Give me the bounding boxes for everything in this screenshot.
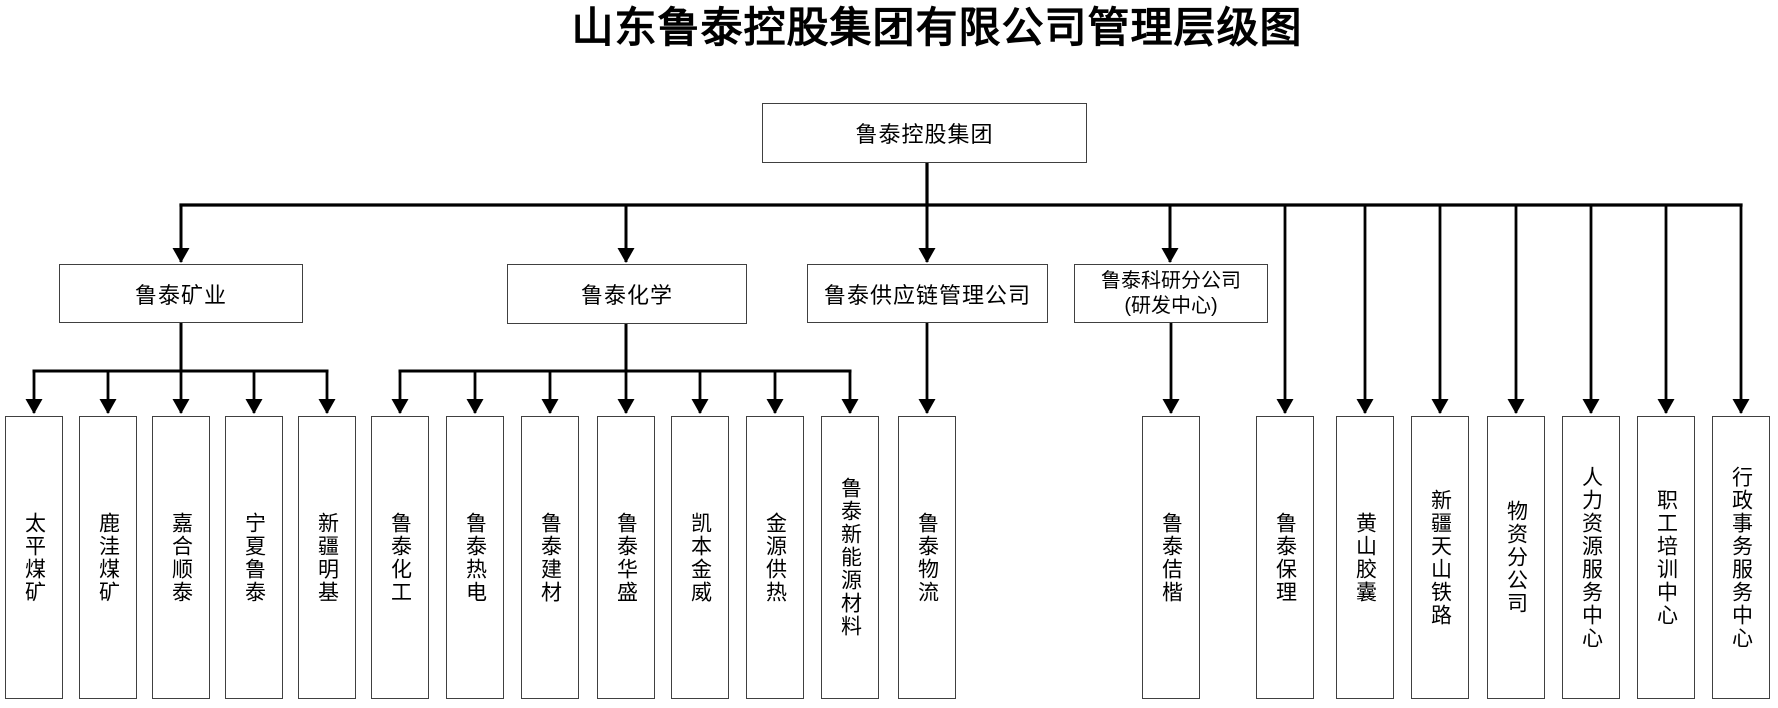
leaf-label: 鲁泰保理	[1273, 511, 1297, 604]
node-huaxue: 鲁泰化学	[507, 264, 747, 324]
leaf-label: 黄山胶囊	[1353, 511, 1377, 604]
leaf-label: 鲁泰化工	[388, 511, 412, 604]
node-keyan: 鲁泰科研分公司(研发中心)	[1074, 264, 1268, 323]
node-root: 鲁泰控股集团	[762, 103, 1087, 163]
leaf-label: 鲁泰佶楷	[1159, 511, 1183, 604]
leaf-node: 鹿洼煤矿	[79, 416, 137, 699]
leaf-node: 鲁泰建材	[521, 416, 579, 699]
leaf-node: 金源供热	[746, 416, 804, 699]
leaf-node: 宁夏鲁泰	[225, 416, 283, 699]
leaf-node: 物资分公司	[1487, 416, 1545, 699]
leaf-label: 职工培训中心	[1654, 488, 1678, 627]
leaf-label: 新疆天山铁路	[1428, 488, 1452, 627]
leaf-label: 鹿洼煤矿	[96, 511, 120, 604]
leaf-label: 鲁泰华盛	[614, 511, 638, 604]
leaf-label: 物资分公司	[1504, 500, 1528, 615]
leaf-node: 职工培训中心	[1637, 416, 1695, 699]
leaf-node: 人力资源服务中心	[1562, 416, 1620, 699]
leaf-node: 鲁泰华盛	[597, 416, 655, 699]
leaf-label: 金源供热	[763, 511, 787, 604]
leaf-node: 新疆明基	[298, 416, 356, 699]
leaf-node: 太平煤矿	[5, 416, 63, 699]
leaf-label: 宁夏鲁泰	[242, 511, 266, 604]
leaf-label: 人力资源服务中心	[1579, 465, 1603, 650]
leaf-label: 行政事务服务中心	[1729, 465, 1753, 650]
leaf-label: 太平煤矿	[22, 511, 46, 604]
leaf-label: 鲁泰热电	[463, 511, 487, 604]
leaf-node: 鲁泰化工	[371, 416, 429, 699]
leaf-label: 凯本金威	[688, 511, 712, 604]
leaf-label: 鲁泰物流	[915, 511, 939, 604]
node-sublabel: (研发中心)	[1124, 294, 1218, 317]
leaf-node: 黄山胶囊	[1336, 416, 1394, 699]
node-gongyinglian: 鲁泰供应链管理公司	[807, 264, 1048, 323]
leaf-node: 嘉合顺泰	[152, 416, 210, 699]
diagram-title: 山东鲁泰控股集团有限公司管理层级图	[571, 6, 1303, 52]
node-kuangye: 鲁泰矿业	[59, 264, 303, 323]
leaf-node: 新疆天山铁路	[1411, 416, 1469, 699]
leaf-node: 凯本金威	[671, 416, 729, 699]
leaf-node: 鲁泰物流	[898, 416, 956, 699]
node-label: 鲁泰科研分公司	[1101, 269, 1241, 292]
leaf-label: 鲁泰新能源材料	[838, 477, 862, 638]
leaf-label: 嘉合顺泰	[169, 511, 193, 604]
leaf-label: 鲁泰建材	[538, 511, 562, 604]
leaf-node: 鲁泰保理	[1256, 416, 1314, 699]
leaf-node: 鲁泰热电	[446, 416, 504, 699]
leaf-node: 行政事务服务中心	[1712, 416, 1770, 699]
leaf-label: 新疆明基	[315, 511, 339, 604]
leaf-node: 鲁泰佶楷	[1142, 416, 1200, 699]
leaf-node: 鲁泰新能源材料	[821, 416, 879, 699]
